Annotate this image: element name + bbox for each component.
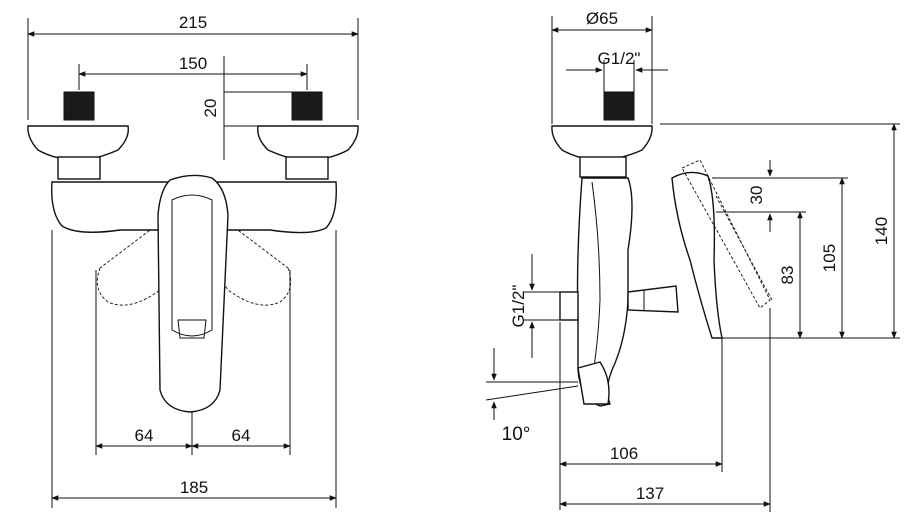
dim-lever-swing-left: 64 [135, 426, 154, 445]
dim-lever-height-b: 105 [820, 244, 839, 272]
right-escutcheon [257, 125, 359, 161]
dim-overall-depth: 137 [636, 484, 664, 503]
dim-inlet-offset: 20 [201, 99, 220, 118]
dim-inlet-thread: G1/2" [598, 49, 641, 68]
side-inlet-stub [603, 91, 635, 121]
side-spout [577, 361, 610, 405]
lever-inner-contour [171, 194, 213, 337]
left-inlet-stub [63, 91, 95, 121]
dim-lever-swing-right: 64 [232, 426, 251, 445]
right-inlet-stub [291, 91, 323, 121]
dim-escutcheon-diameter: Ø65 [586, 9, 618, 28]
lever-handle [157, 174, 229, 413]
lever-right-ghost [187, 214, 292, 306]
side-hex-nut [579, 156, 627, 178]
front-view: 215 150 20 64 64 185 [27, 13, 359, 508]
lever-tip [177, 319, 207, 339]
dim-spout-angle: 10° [502, 424, 531, 445]
side-escutcheon [551, 125, 653, 161]
right-hex-nut [285, 156, 329, 180]
dim-overall-width: 215 [179, 13, 207, 32]
dim-lever-drop: 30 [747, 186, 766, 205]
dim-outlet-thread: G1/2" [509, 285, 528, 328]
side-lever-ghost [681, 159, 771, 309]
side-outlet-fitting [559, 291, 579, 321]
left-hex-nut [57, 156, 101, 180]
dim-spout-depth: 106 [610, 444, 638, 463]
dim-inlet-spacing: 150 [179, 54, 207, 73]
dim-overall-height: 140 [872, 217, 891, 245]
left-escutcheon [27, 125, 129, 161]
lever-left-ghost [96, 214, 201, 306]
side-view: Ø65 G1/2" G1/2" 10° 30 83 105 [485, 9, 900, 512]
dim-body-width: 185 [180, 478, 208, 497]
dim-lever-height-a: 83 [778, 266, 797, 285]
diverter-knob [627, 285, 679, 313]
side-lever-handle [671, 171, 723, 339]
